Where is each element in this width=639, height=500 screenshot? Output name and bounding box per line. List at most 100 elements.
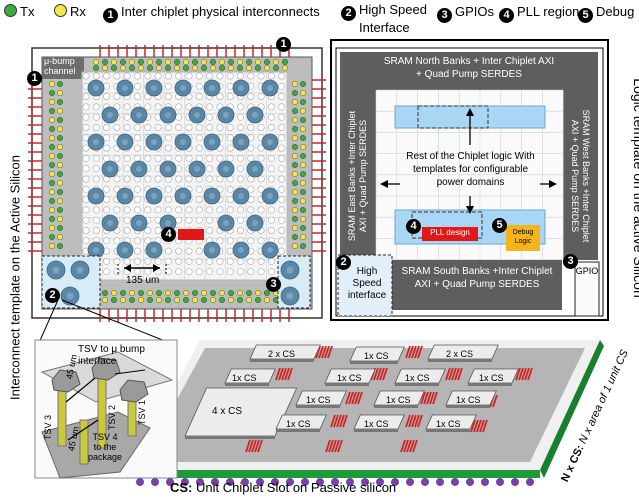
micro-bump [164,185,172,193]
slot-wire [278,367,284,381]
edge-bump-right [292,80,299,87]
edge-bump-top [173,64,180,71]
edge-bump-top [119,64,126,71]
edge-bump-top [146,64,153,71]
cs-label-1x-9: 1x CS [286,419,311,429]
micro-bump [134,196,142,204]
micro-bump [113,257,121,265]
bump-cluster-core [267,247,273,253]
dimension-arrow-left-icon [124,264,131,272]
edge-bump-left [57,80,64,87]
micro-bump [103,93,111,101]
edge-bump-top [264,64,271,71]
edge-bump-right [292,107,299,114]
micro-bump [216,175,224,183]
solder-ball [241,478,249,486]
edge-bump-bottom [155,290,162,297]
slot-wire [275,367,281,381]
edge-bump-right [300,134,307,141]
micro-bump [154,257,162,265]
slot-wire [411,345,417,359]
edge-bump-right [292,179,299,186]
edge-bump-left [49,179,56,186]
micro-bump [237,165,245,173]
micro-bump [123,227,131,235]
micro-bump [267,72,275,80]
micro-bump [185,206,193,214]
micro-bump [144,72,152,80]
slot-wire [337,439,343,453]
edge-bump-top [155,64,162,71]
edge-bump-left [57,161,64,168]
gpio-label: GPIO [575,266,599,276]
micro-bump [92,154,100,162]
micro-bump [226,206,234,214]
slot-wire [327,345,333,359]
edge-bump-bottom [119,290,126,297]
micro-bump [82,185,90,193]
ubump-channel-label: μ-bump channel [44,56,76,76]
sram-west-label: SRAM West Banks +Inter Chiplet AXI + Qua… [570,109,591,243]
bump-cluster-core [151,193,157,199]
micro-bump [237,154,245,162]
substrate-side-edge [540,340,604,478]
edge-bump-right [300,179,307,186]
micro-bump [144,124,152,132]
edge-bump-top [209,59,216,66]
edge-bump-left [49,233,56,240]
bump-cluster-core [238,85,244,91]
chiplet-slots [184,344,519,439]
micro-bump [82,103,90,111]
chiplet-slot-edge [354,429,398,432]
edge-bump-right [300,89,307,96]
micro-bump [123,175,131,183]
edge-bump-left [49,152,56,159]
micro-bump [226,93,234,101]
solder-ball [481,478,489,486]
edge-bump-top [191,59,198,66]
micro-bump [247,185,255,193]
edge-bump-left [57,233,64,240]
slot-wire [354,391,360,405]
badge-5-right: 5 [492,218,507,233]
slot-wire [321,345,327,359]
edge-bump-bottom [191,297,198,304]
bump-cluster-core [122,139,128,145]
micro-bump [195,82,203,90]
edge-bump-right [292,143,299,150]
bump-cluster-core [136,220,142,226]
micro-bump [267,154,275,162]
edge-bump-top [282,59,289,66]
micro-bump [175,72,183,80]
edge-bump-bottom [110,297,117,304]
micro-bump [113,124,121,132]
edge-bump-right [300,152,307,159]
slot-wire [414,345,420,359]
edge-bump-right [300,224,307,231]
solder-ball [511,478,519,486]
micro-bump [134,206,142,214]
high-speed-bumps [46,260,300,306]
micro-bump [175,113,183,121]
edge-bump-right [300,80,307,87]
edge-bump-top [164,64,171,71]
micro-bump [134,93,142,101]
edge-bump-left [49,206,56,213]
bump-cluster-core [209,193,215,199]
micro-bump [82,124,90,132]
micro-bump [195,124,203,132]
micro-bump [226,124,234,132]
micro-bump [113,268,121,276]
debug-logic-block [506,225,540,251]
right-side-title: Logic template on the active Silicon [631,78,639,298]
micro-bump [247,154,255,162]
edge-bump-right [292,215,299,222]
micro-bump [216,72,224,80]
micro-bump [247,93,255,101]
micro-bump [206,175,214,183]
micro-bump [195,185,203,193]
slot-wire [492,394,498,408]
micro-bump [195,247,203,255]
micro-bump [267,165,275,173]
